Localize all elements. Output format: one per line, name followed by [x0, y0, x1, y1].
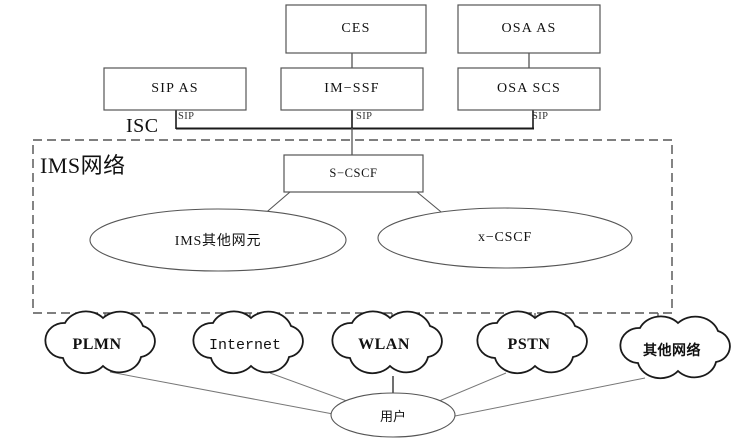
connector-other-net-to-user — [454, 377, 646, 417]
cloud-pstn — [476, 310, 588, 375]
connector-plmn-to-user — [109, 371, 334, 415]
ellipse-x-cscf — [377, 207, 633, 269]
connector-pstn-to-user — [431, 372, 507, 405]
cloud-plmn — [44, 310, 156, 375]
ellipse-user — [330, 392, 456, 438]
box-osa-as — [457, 4, 601, 54]
ellipse-ims-other-ne — [89, 208, 347, 272]
connector-internet-to-user — [269, 372, 356, 405]
cloud-other-net — [619, 315, 731, 380]
cloud-wlan — [331, 310, 443, 375]
box-s-cscf — [283, 154, 424, 193]
box-osa-scs — [457, 67, 601, 111]
box-im-ssf — [280, 67, 424, 111]
box-sip-as — [103, 67, 247, 111]
box-ces — [285, 4, 427, 54]
cloud-internet — [192, 310, 304, 375]
